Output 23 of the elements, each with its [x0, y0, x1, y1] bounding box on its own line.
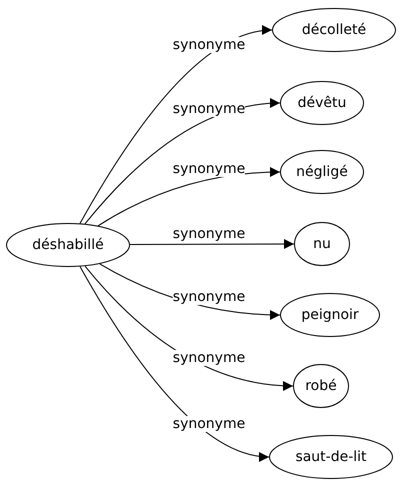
- arrow: [98, 167, 280, 226]
- node-label: nu: [313, 236, 331, 252]
- edge-label: synonyme: [172, 350, 246, 366]
- node-label: peignoir: [301, 307, 359, 323]
- ellipse-node: [280, 150, 364, 194]
- ellipse-node: [280, 81, 364, 125]
- node-label: négligé: [296, 164, 348, 180]
- node-label: déshabillé: [32, 237, 104, 253]
- node-label: robé: [305, 378, 337, 394]
- ellipse-node: [272, 8, 396, 52]
- node-label: décolleté: [302, 22, 366, 38]
- ellipse-node: [294, 222, 350, 266]
- ellipse-node: [280, 293, 380, 337]
- edge-label: synonyme: [172, 36, 246, 53]
- node-label: saut-de-lit: [295, 449, 367, 465]
- arrow: [80, 26, 272, 224]
- arrow: [80, 266, 270, 462]
- ellipse-node: [293, 364, 349, 408]
- arrow: [129, 239, 294, 249]
- ellipse-node: [269, 435, 393, 479]
- ellipse-node: [6, 223, 130, 267]
- node-label: dévêtu: [298, 95, 346, 111]
- edge-label: synonyme: [172, 416, 246, 432]
